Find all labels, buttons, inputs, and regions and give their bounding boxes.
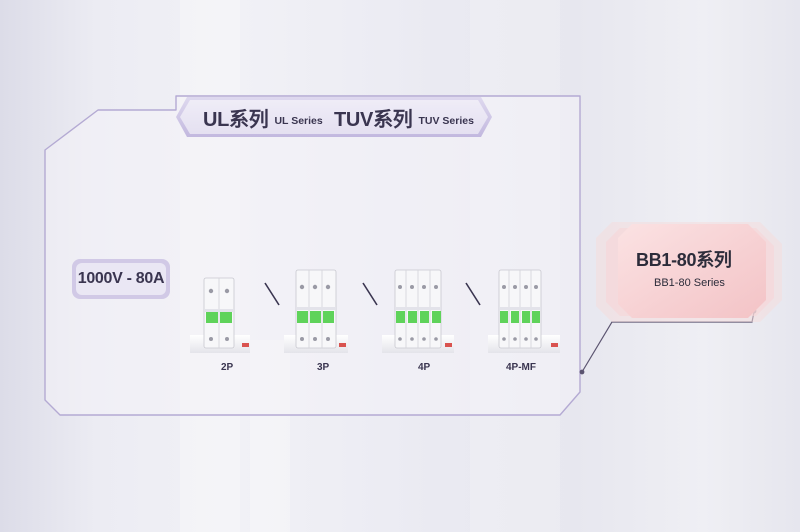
tuv-series-tag: TUV系列 TUV Series (334, 96, 474, 138)
series-badge (618, 224, 766, 318)
ul-series-sub: UL Series (274, 115, 323, 127)
ul-series-tag: UL系列 UL Series (203, 96, 323, 138)
product-panel (44, 95, 581, 416)
breaker-4p (394, 269, 442, 349)
breaker-label-2p: 2P (221, 362, 234, 373)
series-badge-title: BB1-80系列 (636, 250, 732, 270)
tuv-series-label: TUV系列 (334, 108, 413, 131)
breaker-2p (203, 277, 235, 349)
breaker-4p-mf (498, 269, 542, 349)
breaker-label-4p-mf: 4P-MF (506, 362, 536, 373)
breaker-label-4p: 4P (418, 362, 431, 373)
separators (264, 282, 481, 306)
tuv-series-sub: TUV Series (418, 115, 474, 127)
breaker-3p (295, 269, 337, 349)
ul-series-label: UL系列 (203, 108, 269, 131)
rating-label: 1000V - 80A (77, 270, 165, 287)
series-badge-subtitle: BB1-80 Series (654, 277, 725, 289)
breaker-label-3p: 3P (317, 362, 330, 373)
header-tag: UL系列 UL Series TUV系列 TUV Series (176, 96, 492, 138)
